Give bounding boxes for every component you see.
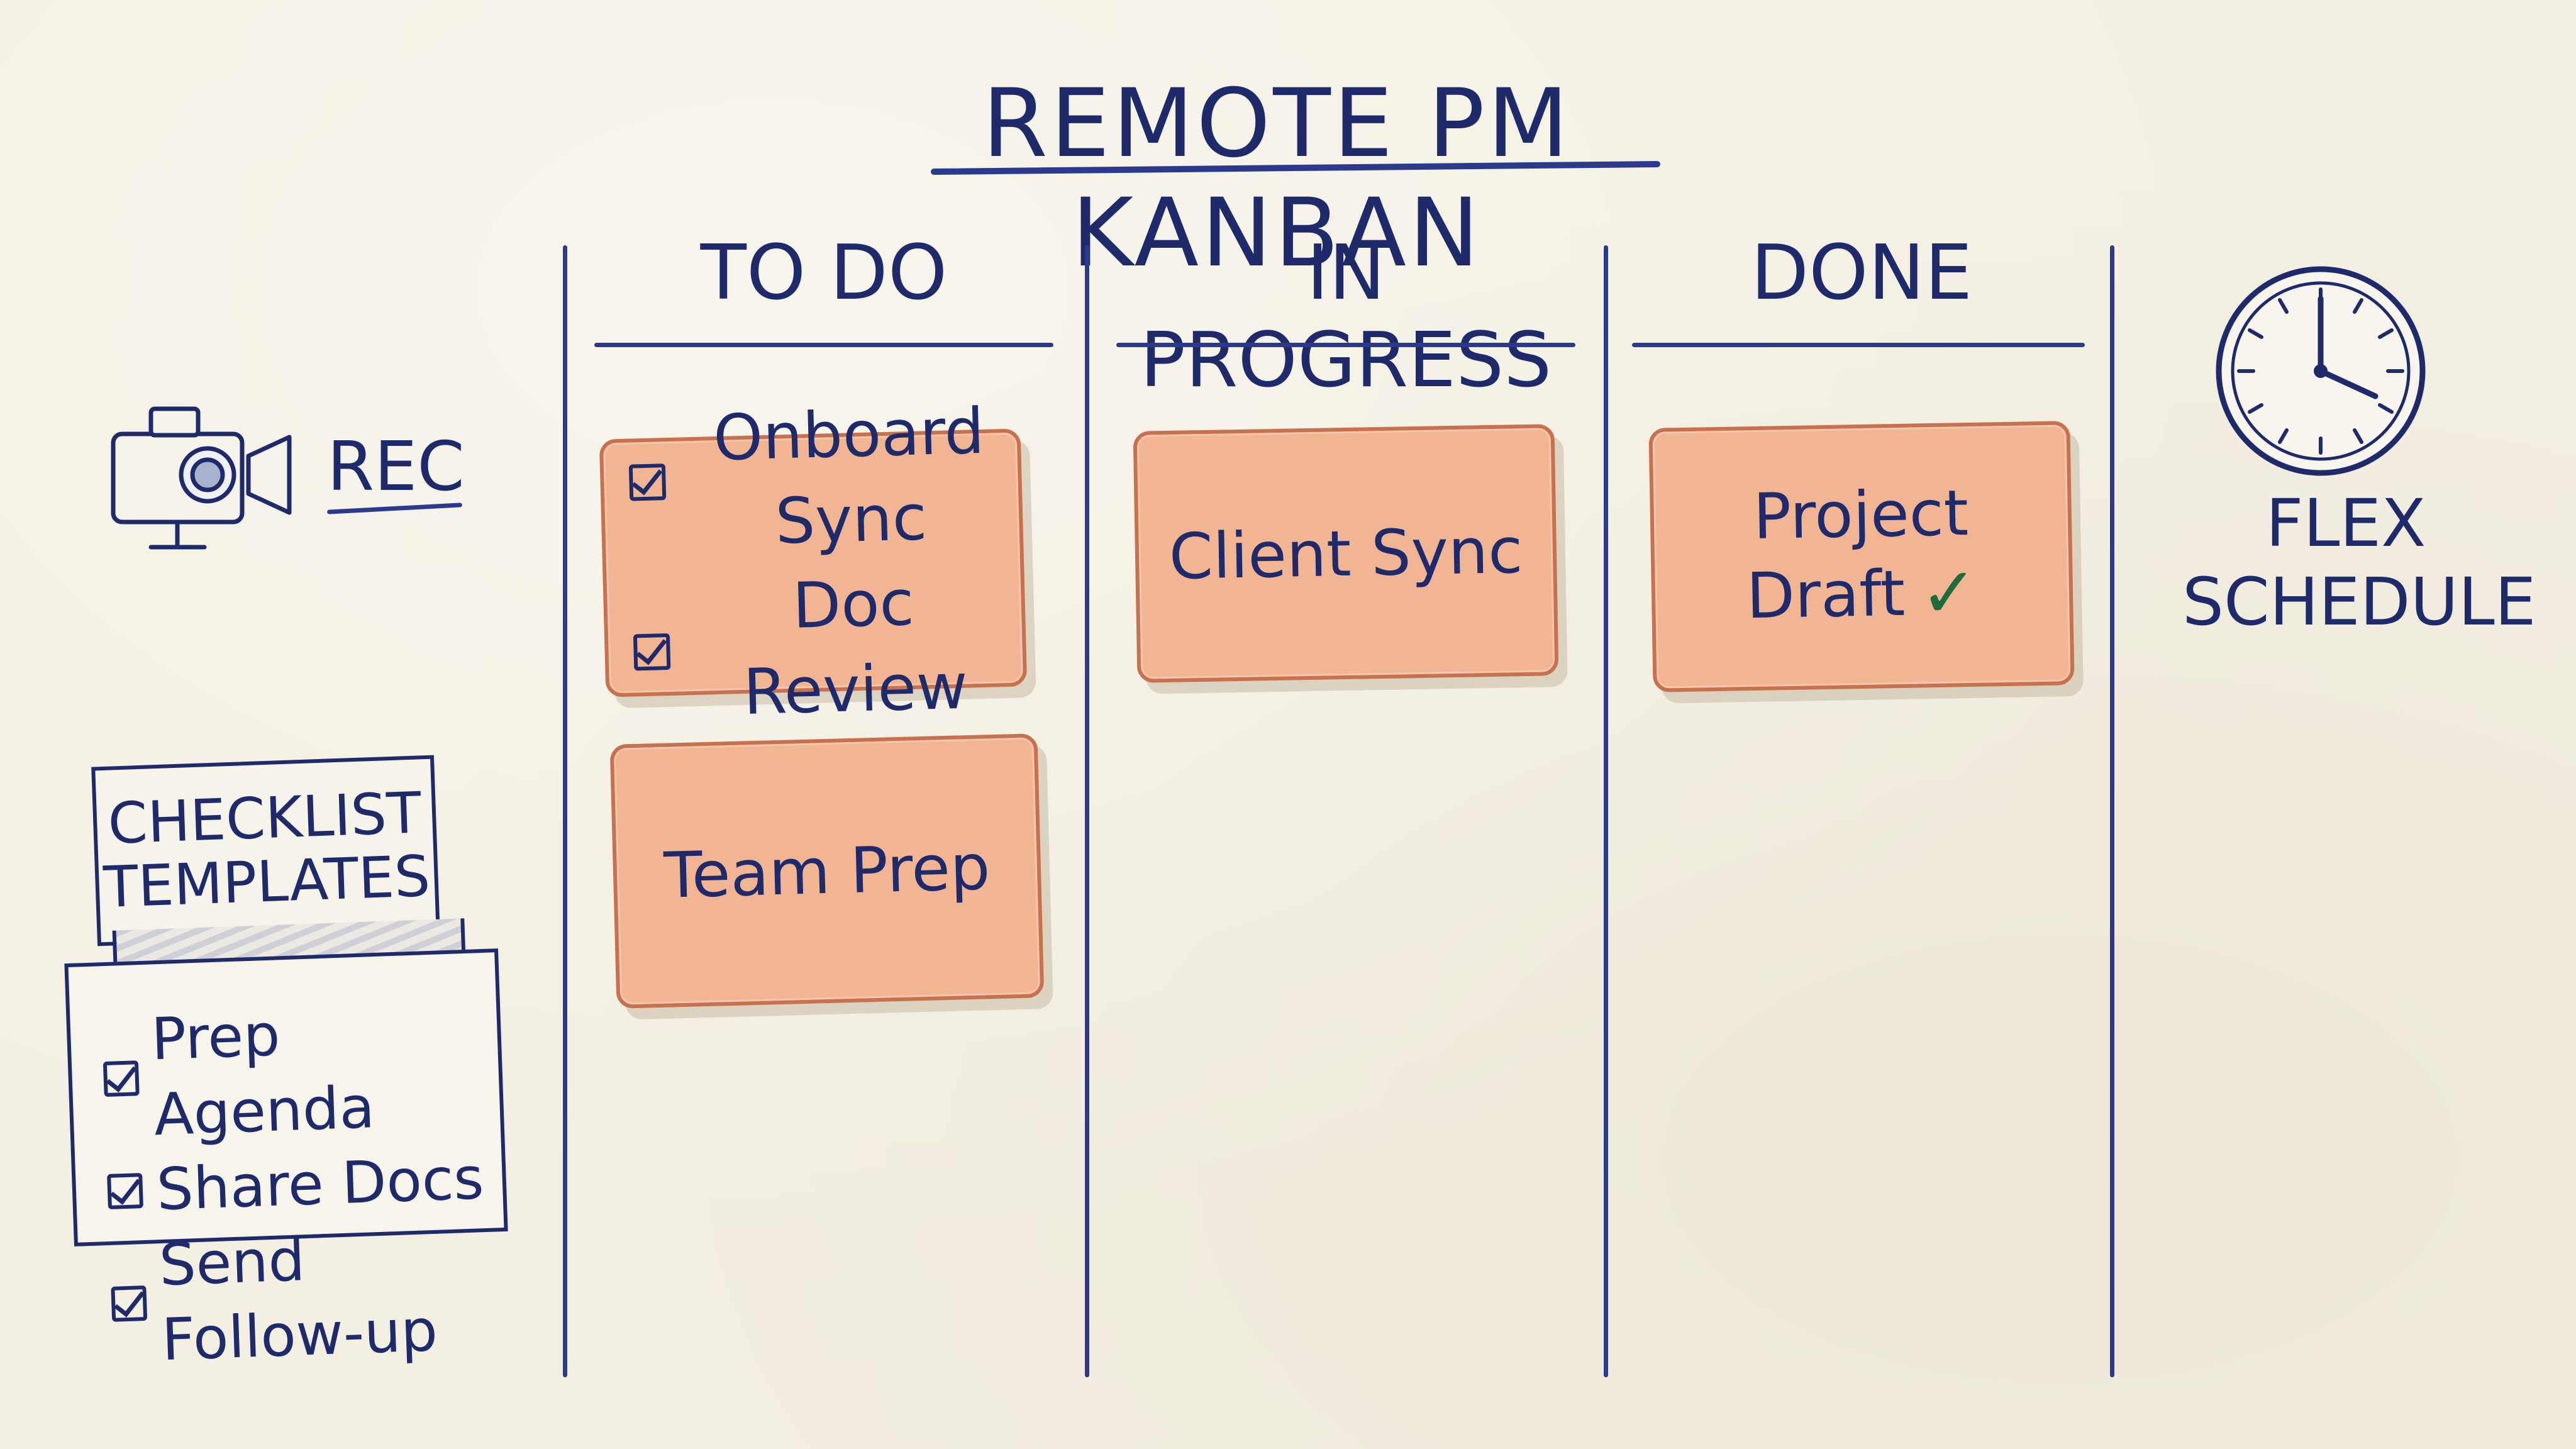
clock-icon (2216, 266, 2426, 476)
flex-schedule-label: FLEX SCHEDULE (2182, 484, 2536, 641)
kanban-card-team-prep[interactable]: Team Prep (609, 733, 1045, 1009)
checklist-templates-box: Prep Agenda Share Docs Send Follow-up (64, 948, 508, 1374)
template-item-label: Share Docs (155, 1145, 485, 1224)
checkbox-checked-icon[interactable] (633, 633, 671, 671)
checklist-templates-tab[interactable]: CHECKLIST TEMPLATES (91, 755, 440, 947)
column-divider-left (563, 245, 567, 1377)
card-title: Team Prep (663, 830, 991, 913)
card-checklist-item: Onboard Sync (712, 394, 985, 558)
column-header-done: DONE (1750, 230, 1973, 317)
column-underline-in-progress (1116, 343, 1575, 347)
templates-title-line2: TEMPLATES (102, 843, 431, 921)
flex-label-line2: SCHEDULE (2182, 563, 2536, 640)
card-title-line2: Draft (1745, 556, 1906, 633)
flex-label-line1: FLEX (2265, 485, 2426, 562)
video-camera-icon[interactable] (107, 402, 302, 560)
template-item-label: Send Follow-up (158, 1226, 439, 1374)
column-divider-right (2110, 245, 2114, 1377)
column-divider-1 (1085, 245, 1089, 1377)
template-item: Send Follow-up (109, 1216, 509, 1380)
template-item: Share Docs (106, 1140, 504, 1229)
card-checklist-item: Doc Review (742, 565, 969, 729)
kanban-card-project-draft[interactable]: Project Draft ✓ (1648, 421, 2075, 692)
card-checklist-row: Doc Review (631, 557, 1024, 737)
column-underline-done (1632, 343, 2085, 347)
card-title-line1: Project (1752, 476, 1969, 553)
card-title-row: Draft ✓ (1746, 551, 1979, 638)
card-title: Client Sync (1168, 513, 1524, 594)
column-header-todo: TO DO (700, 230, 948, 317)
template-item: Prep Agenda (101, 990, 501, 1154)
column-header-in-progress: IN PROGRESS (1140, 230, 1552, 404)
rec-label: REC (327, 428, 465, 506)
checkbox-checked-icon[interactable] (103, 1060, 140, 1097)
checkbox-checked-icon[interactable] (628, 464, 667, 501)
kanban-card-todo-checklist[interactable]: Onboard Sync Doc Review (599, 394, 1028, 729)
checkbox-checked-icon[interactable] (111, 1285, 148, 1323)
checkmark-icon: ✓ (1919, 552, 1979, 634)
kanban-card-client-sync[interactable]: Client Sync (1133, 424, 1559, 683)
board-title: REMOTE PM KANBAN (982, 69, 1572, 288)
column-divider-2 (1604, 245, 1608, 1377)
template-item-label: Prep Agenda (150, 1001, 376, 1148)
column-underline-todo (594, 343, 1053, 347)
checkbox-checked-icon[interactable] (107, 1173, 144, 1209)
card-checklist-row: Onboard Sync (627, 387, 1020, 567)
